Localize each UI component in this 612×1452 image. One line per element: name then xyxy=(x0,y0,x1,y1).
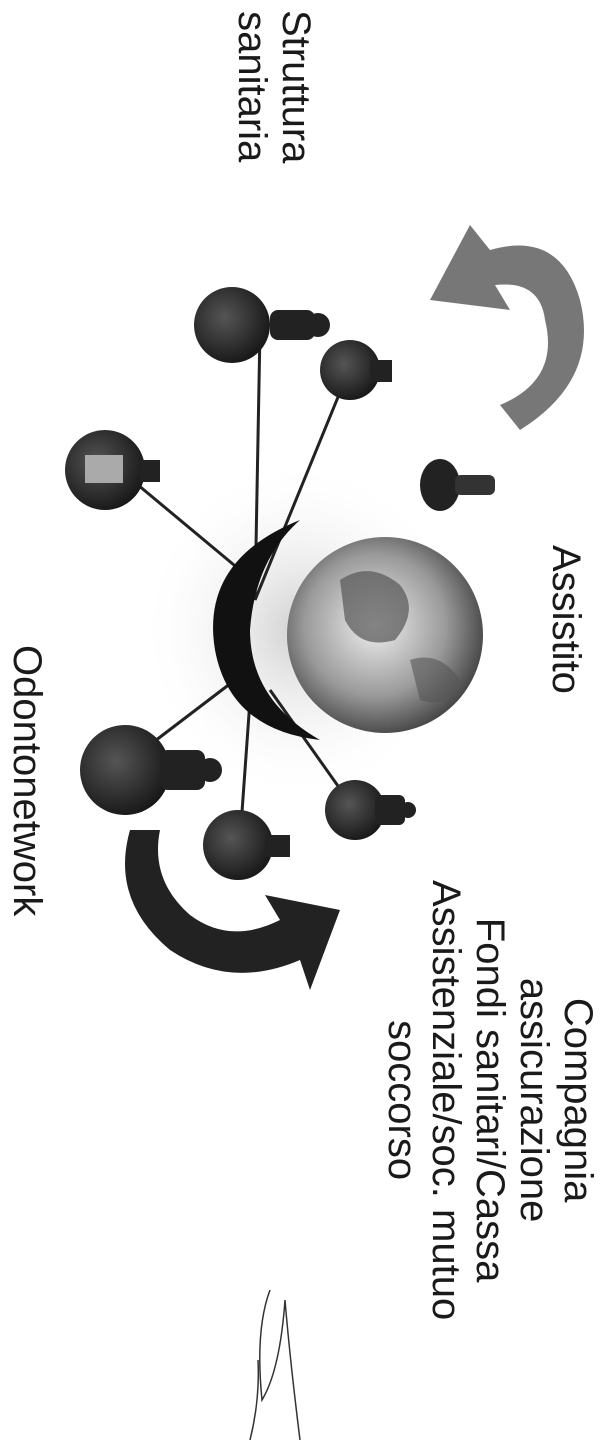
computer-node-icon xyxy=(203,810,290,880)
label-odontonetwork: Odontonetwork xyxy=(5,645,49,916)
person-node-icon xyxy=(325,780,416,840)
label-compagnia-line3: Fondi sanitari/Cassa xyxy=(468,880,512,1320)
label-struttura-sanitaria: Struttura sanitaria xyxy=(230,10,318,163)
label-compagnia-line4: Assistenziale/soc. mutuo xyxy=(424,880,468,1320)
label-struttura-line2: sanitaria xyxy=(230,10,274,163)
label-assistito-text: Assistito xyxy=(544,545,588,694)
label-struttura-line1: Struttura xyxy=(274,10,318,163)
computer-node-icon xyxy=(320,340,392,400)
label-compagnia-assicurazione: Compagnia assicurazione Fondi sanitari/C… xyxy=(380,880,600,1320)
label-assistito: Assistito xyxy=(544,545,588,694)
computer-node-icon xyxy=(65,430,160,510)
label-compagnia-line5: soccorso xyxy=(380,880,424,1320)
signature-scribble xyxy=(250,1290,300,1440)
person-node-icon xyxy=(194,287,330,363)
label-compagnia-line2: assicurazione xyxy=(512,880,556,1320)
assistito-person-icon xyxy=(420,459,495,511)
label-compagnia-line1: Compagnia xyxy=(556,880,600,1320)
arrow-curved-top-icon xyxy=(430,225,584,430)
label-odontonetwork-text: Odontonetwork xyxy=(5,645,49,916)
